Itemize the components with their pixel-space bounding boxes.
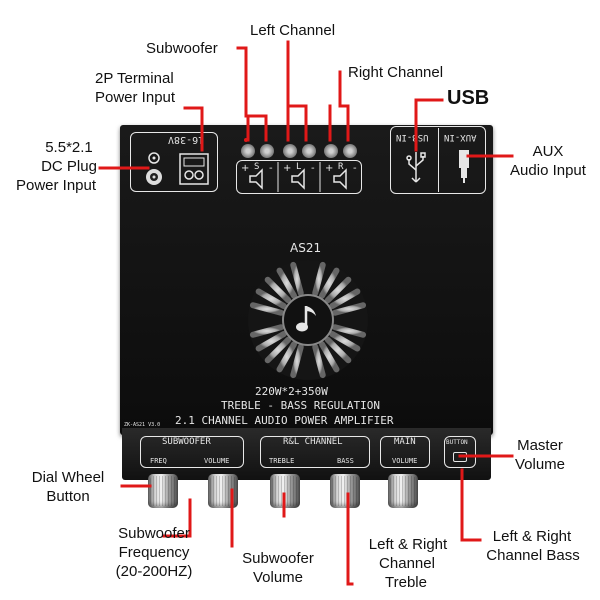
left-terminal-plus[interactable] xyxy=(283,144,297,158)
sub-terminal-minus[interactable] xyxy=(260,144,274,158)
callout-lr-bass-2: Channel Bass xyxy=(486,547,580,564)
left-terminal-minus[interactable] xyxy=(302,144,316,158)
callout-dial-1: Dial Wheel xyxy=(31,469,105,486)
svg-text:-: - xyxy=(269,163,273,174)
callout-right-channel: Right Channel xyxy=(348,64,444,81)
power-input-panel xyxy=(130,132,218,192)
voltage-label: 16-38V xyxy=(168,134,205,145)
rl-channel-group-box xyxy=(260,436,370,468)
heatsink-fin xyxy=(312,344,326,379)
heatsink-fin xyxy=(249,324,284,338)
svg-text:+: + xyxy=(283,163,291,174)
svg-text:+: + xyxy=(325,163,333,174)
speaker-icons: +- +- +- xyxy=(236,160,362,194)
callout-aux-2: Audio Input xyxy=(510,162,586,179)
heatsink-fin xyxy=(276,341,297,373)
callout-lr-bass-1: Left & Right xyxy=(492,528,572,545)
callout-left-channel: Left Channel xyxy=(250,22,336,39)
button-label: BUTTON xyxy=(446,439,468,446)
usb-icon[interactable] xyxy=(402,148,430,188)
svg-text:-: - xyxy=(353,163,357,174)
usb-in-label: USB-IN xyxy=(396,132,429,142)
audio-jack-icon[interactable] xyxy=(452,146,476,186)
callout-dial-2: Button xyxy=(46,488,90,505)
heatsink-fin xyxy=(329,288,361,309)
main-group-label: MAIN xyxy=(394,437,416,447)
callout-lr-treble-3: Treble xyxy=(385,574,427,591)
heatsink-fin xyxy=(255,288,287,309)
sub-terminal-plus[interactable] xyxy=(241,144,255,158)
callout-subwoofer: Subwoofer xyxy=(146,40,218,57)
callout-lr-treble-1: Left & Right xyxy=(368,536,448,553)
terminal-block-icon[interactable] xyxy=(178,152,210,186)
heatsink-fin xyxy=(324,336,352,364)
heatsink-fin xyxy=(290,344,304,379)
callout-terminal-power-2: Power Input xyxy=(95,89,176,106)
rl-channel-group-label: R&L CHANNEL xyxy=(283,437,343,447)
callout-aux-1: AUX xyxy=(532,143,564,160)
heatsink-fin xyxy=(264,276,292,304)
heatsink-fin xyxy=(319,341,340,373)
right-terminal-plus[interactable] xyxy=(324,144,338,158)
knob-label-sub-volume: VOLUME xyxy=(204,457,230,465)
power-rating: 220W*2+350W xyxy=(255,385,328,398)
callout-sub-vol-1: Subwoofer xyxy=(242,550,314,567)
heatsink-fin xyxy=(332,302,367,316)
heatsink-fin xyxy=(332,324,367,338)
knob-label-main-volume: VOLUME xyxy=(392,457,418,465)
callout-usb: USB xyxy=(447,87,490,109)
callout-sub-freq-1: Subwoofer xyxy=(118,525,190,542)
callout-sub-freq-2: Frequency xyxy=(118,544,190,561)
callout-master-1: Master xyxy=(517,437,563,454)
heatsink-fin xyxy=(255,331,287,352)
master-button[interactable] xyxy=(453,452,467,462)
heatsink-fin xyxy=(324,276,352,304)
heatsink-fin xyxy=(276,267,297,299)
treble-knob[interactable] xyxy=(270,474,300,508)
knob-label-freq: FREQ xyxy=(150,457,167,465)
main-group-box xyxy=(380,436,430,468)
amplifier-description: 2.1 CHANNEL AUDIO POWER AMPLIFIER xyxy=(175,414,394,427)
heatsink-fin xyxy=(290,261,304,296)
callout-terminal-power-1: 2P Terminal xyxy=(95,70,174,87)
music-note-icon xyxy=(294,302,322,336)
treble-bass-text: TREBLE - BASS REGULATION xyxy=(221,399,380,412)
board-code: ZK-AS21 V3.0 xyxy=(124,422,161,428)
svg-text:-: - xyxy=(311,163,315,174)
callout-lr-treble-2: Channel xyxy=(379,555,435,572)
callout-dc-2: DC Plug xyxy=(41,158,97,175)
subwoofer-volume-knob[interactable] xyxy=(208,474,238,508)
speaker-output-panel xyxy=(236,160,362,194)
svg-text:+: + xyxy=(241,163,249,174)
bass-knob[interactable] xyxy=(330,474,360,508)
heatsink-fin xyxy=(249,302,284,316)
terminal-mark-s: S xyxy=(254,162,260,172)
heatsink-fin xyxy=(312,261,326,296)
terminal-mark-r: R xyxy=(338,162,344,172)
master-volume-knob[interactable] xyxy=(388,474,418,508)
dc-plug-icon[interactable] xyxy=(140,148,168,188)
subwoofer-group-label: SUBWOOFER xyxy=(162,437,211,447)
heatsink-fin xyxy=(264,336,292,364)
button-box xyxy=(444,436,476,468)
callout-dc-3: Power Input xyxy=(15,177,97,194)
input-panel-divider xyxy=(438,128,439,192)
heatsink-fan xyxy=(246,258,370,382)
callout-sub-freq-3: (20-200HZ) xyxy=(115,563,193,580)
heatsink-fin xyxy=(319,267,340,299)
callout-sub-vol-2: Volume xyxy=(252,569,304,586)
dial-wheel-knob[interactable] xyxy=(148,474,178,508)
model-label: AS21 xyxy=(290,241,322,255)
callout-dc-1: 5.5*2.1 xyxy=(45,139,93,156)
terminal-mark-l: L xyxy=(296,162,302,172)
knob-label-bass: BASS xyxy=(337,457,354,465)
aux-in-label: AUX-IN xyxy=(444,132,477,142)
heatsink-fin xyxy=(329,331,361,352)
callout-master-2: Volume xyxy=(514,456,566,473)
right-terminal-minus[interactable] xyxy=(343,144,357,158)
subwoofer-group-box xyxy=(140,436,244,468)
knob-label-treble: TREBLE xyxy=(269,457,295,465)
